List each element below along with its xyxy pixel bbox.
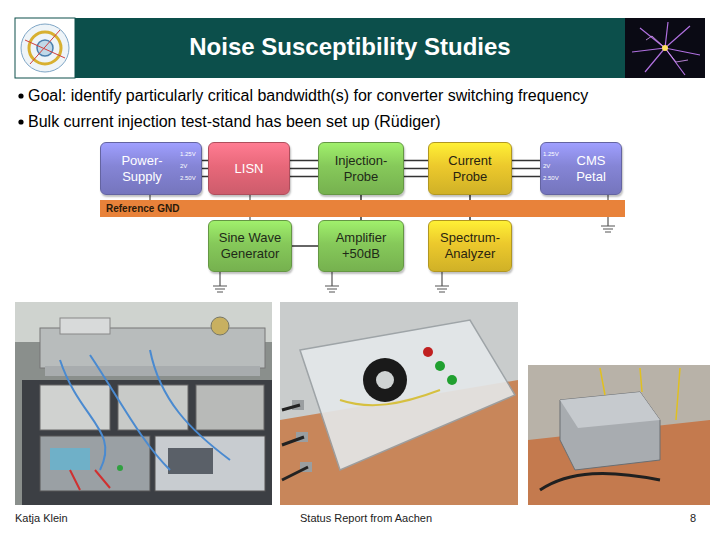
photo-shielded-box xyxy=(528,365,710,505)
box-label: CMS Petal xyxy=(565,153,617,185)
header-bar xyxy=(75,18,625,78)
box-label: Spectrum-Analyzer xyxy=(433,230,507,262)
signal-line xyxy=(290,161,318,177)
box-label: Current Probe xyxy=(433,153,507,185)
box-label: Injection-Probe xyxy=(323,153,399,185)
cms-petal-box: CMS Petal xyxy=(540,142,622,195)
cms-logo xyxy=(15,18,75,78)
lisn-box: LISN xyxy=(208,142,290,195)
bullet-text: Bulk current injection test-stand has be… xyxy=(28,112,441,131)
voltage-label: 2V xyxy=(543,163,550,170)
box-label: Amplifier +50dB xyxy=(323,230,399,262)
box-label: Power-Supply xyxy=(105,153,179,185)
voltage-label: 2.50V xyxy=(543,175,559,182)
amplifier-box: Amplifier +50dB xyxy=(318,220,404,272)
injection-probe-box: Injection-Probe xyxy=(318,142,404,195)
page-number: 8 xyxy=(690,512,696,525)
signal-line xyxy=(292,245,318,247)
bullet-text: Goal: identify particularly critical ban… xyxy=(28,86,588,105)
event-display-image xyxy=(625,18,705,78)
box-label: Sine Wave Generator xyxy=(213,230,287,262)
spectrum-analyzer-box: Spectrum-Analyzer xyxy=(428,220,512,272)
bullet-dot xyxy=(18,93,23,98)
voltage-label: 2V xyxy=(180,163,187,170)
photo-lab-bench xyxy=(15,302,272,505)
reference-gnd-band: Reference GND xyxy=(100,200,625,217)
signal-line xyxy=(404,161,428,177)
footer-author: Katja Klein xyxy=(15,512,68,525)
photo-injection-probe xyxy=(280,302,518,505)
voltage-label: 1.25V xyxy=(180,151,196,158)
slide-title: Noise Susceptibility Studies xyxy=(75,32,625,62)
footer-title: Status Report from Aachen xyxy=(300,512,432,525)
current-probe-box: Current Probe xyxy=(428,142,512,195)
box-label: LISN xyxy=(235,161,264,177)
band-label: Reference GND xyxy=(106,202,179,215)
signal-line xyxy=(512,161,540,177)
sine-generator-box: Sine Wave Generator xyxy=(208,220,292,272)
bullet-dot xyxy=(18,119,23,124)
voltage-label: 1.25V xyxy=(543,151,559,158)
voltage-label: 2.50V xyxy=(180,175,196,182)
